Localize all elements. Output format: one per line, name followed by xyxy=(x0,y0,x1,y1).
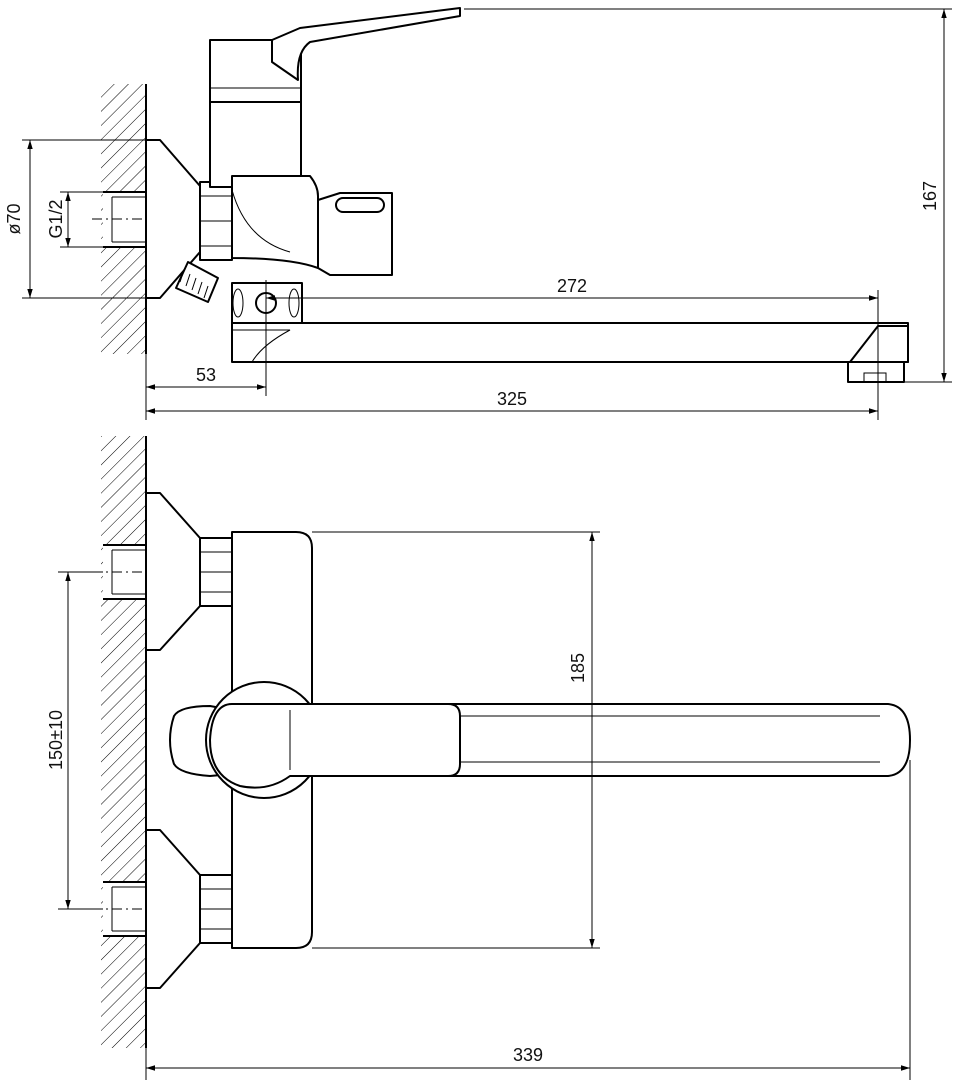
dim-diameter-label: ø70 xyxy=(4,203,24,234)
dim-height-label: 167 xyxy=(920,181,940,211)
mixer-body-side xyxy=(209,100,319,269)
dim-spout-reach: 272 xyxy=(266,276,879,420)
diverter-box-side xyxy=(317,192,393,276)
spout-collar-side xyxy=(231,282,303,324)
lever-handle-side xyxy=(271,7,461,81)
lever-handle-top xyxy=(209,703,461,789)
dim-inlet-spacing-label: 150±10 xyxy=(46,710,66,770)
dim-body-height: 185 xyxy=(312,531,600,949)
diverter-threaded xyxy=(175,261,219,303)
inlet-pipe-side xyxy=(92,191,160,248)
dim-height: 167 xyxy=(464,8,952,383)
dim-depth: 325 xyxy=(146,389,878,414)
dim-thread-label: G1/2 xyxy=(46,199,66,238)
dim-depth-label: 325 xyxy=(497,389,527,409)
spout-top xyxy=(439,703,911,777)
side-view: ø70 G1/2 167 272 53 xyxy=(4,7,952,420)
dim-thread: G1/2 xyxy=(46,191,103,248)
dim-body-height-label: 185 xyxy=(568,653,588,683)
wall-section-bottom xyxy=(101,436,147,1048)
hex-nut-side xyxy=(199,181,233,261)
dim-inlet-spacing: 150±10 xyxy=(46,571,103,910)
top-view: 185 150±10 339 xyxy=(46,436,911,1080)
inlet-upper-top xyxy=(92,492,233,651)
inlet-lower-top xyxy=(92,829,233,989)
dim-width-label: 339 xyxy=(513,1045,543,1065)
dim-diameter: ø70 xyxy=(4,139,146,299)
dim-spout-reach-label: 272 xyxy=(557,276,587,296)
dim-wall-axis-label: 53 xyxy=(196,365,216,385)
spout-side xyxy=(231,322,909,383)
dim-width: 339 xyxy=(145,760,911,1080)
